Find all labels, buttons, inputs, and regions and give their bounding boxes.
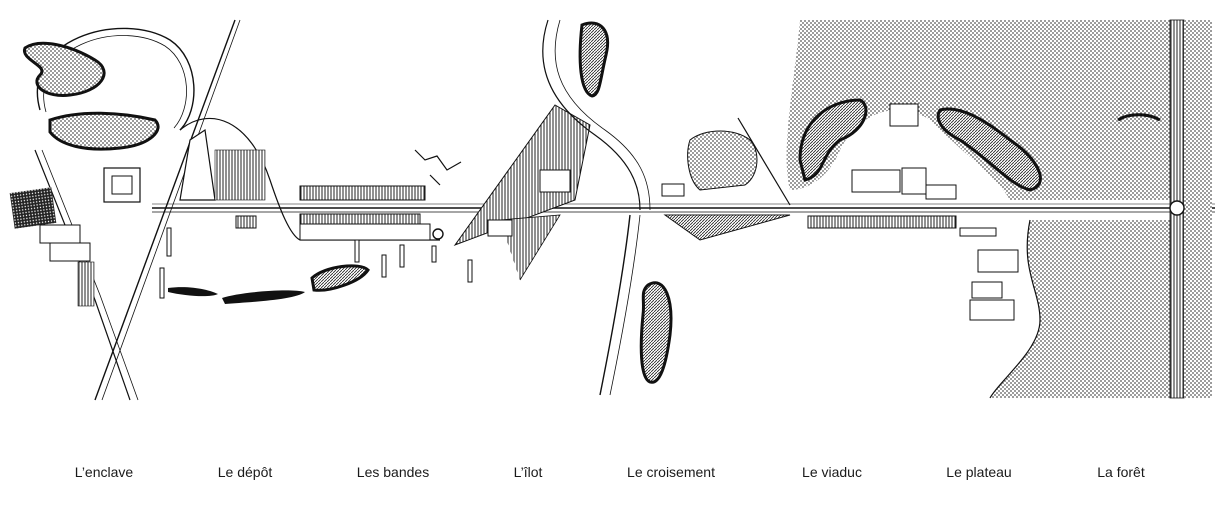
strip-building — [467, 259, 473, 283]
roundabout — [432, 228, 444, 240]
sector-label: Le croisement — [627, 464, 715, 480]
road — [737, 117, 791, 206]
sector-depot — [159, 117, 440, 304]
sports-field — [49, 242, 91, 262]
sector-label: Le plateau — [946, 464, 1012, 480]
building — [959, 227, 997, 237]
sports-field — [851, 169, 901, 193]
building — [889, 103, 919, 127]
water-body — [1117, 113, 1161, 122]
water-stipple — [786, 20, 1170, 200]
sector-label: Les bandes — [356, 464, 430, 480]
water-body — [936, 107, 1042, 192]
sector-labels: L’enclave Le dépôt Les bandes L’îlot Le … — [0, 464, 1227, 494]
road — [609, 214, 641, 396]
sector-label: L’îlot — [513, 464, 543, 480]
depot-building — [179, 128, 216, 201]
interchange — [1169, 200, 1185, 216]
sector-bandes — [299, 149, 462, 292]
depot-yard — [214, 149, 266, 201]
sector-label: La forêt — [1097, 464, 1145, 480]
sector-enclave — [9, 19, 241, 401]
water-edge — [989, 219, 1041, 399]
main-corridor — [152, 203, 1215, 213]
rail-line — [94, 19, 236, 401]
urban-corridor-plan — [9, 19, 1215, 401]
band-building — [299, 223, 431, 241]
sector-label: L’enclave — [74, 464, 134, 480]
sector-plateau — [959, 219, 1170, 399]
sector-viaduc — [786, 20, 1170, 229]
strip-building — [159, 267, 165, 299]
road — [179, 117, 440, 241]
ilot-block — [453, 104, 591, 247]
sector-foret — [1117, 19, 1212, 399]
water-body — [222, 290, 305, 304]
water-stipple — [990, 220, 1170, 398]
strip-building — [235, 215, 257, 229]
band-building — [299, 213, 421, 225]
hatched-wedge — [663, 214, 791, 241]
sports-field — [901, 167, 927, 195]
sector-label: Le dépôt — [217, 464, 273, 480]
building — [487, 219, 513, 237]
water-body — [578, 21, 609, 98]
parking — [77, 261, 95, 307]
water-body — [310, 264, 370, 292]
strip-building — [354, 239, 360, 263]
sports-field — [925, 184, 957, 200]
building — [661, 183, 685, 197]
small-buildings — [414, 149, 462, 186]
strip-building — [381, 254, 387, 278]
rail-line — [34, 149, 131, 401]
sector-croisement — [599, 117, 791, 396]
building — [111, 175, 133, 195]
band-building — [299, 185, 426, 201]
hill — [687, 130, 758, 191]
forest — [1184, 20, 1212, 398]
strip-building — [431, 245, 437, 263]
rail-line — [101, 19, 241, 401]
road — [542, 19, 641, 211]
building — [539, 169, 571, 193]
building — [103, 167, 141, 203]
sports-field — [969, 299, 1015, 321]
plaza — [9, 187, 57, 229]
pond — [48, 111, 160, 151]
sports-field — [971, 281, 1003, 299]
pond — [23, 41, 106, 97]
sector-ilot — [453, 19, 651, 283]
road — [554, 19, 651, 211]
water-body — [639, 281, 673, 384]
strip-building — [399, 244, 405, 268]
strip-building — [166, 227, 172, 257]
sector-label: Le viaduc — [802, 464, 862, 480]
road — [599, 214, 631, 396]
water-body — [168, 287, 218, 297]
rail-line — [41, 149, 139, 401]
viaduct — [807, 215, 957, 229]
water-body — [798, 98, 868, 182]
sports-field — [977, 249, 1019, 273]
ilot-block — [499, 214, 561, 281]
sports-field — [39, 224, 81, 244]
